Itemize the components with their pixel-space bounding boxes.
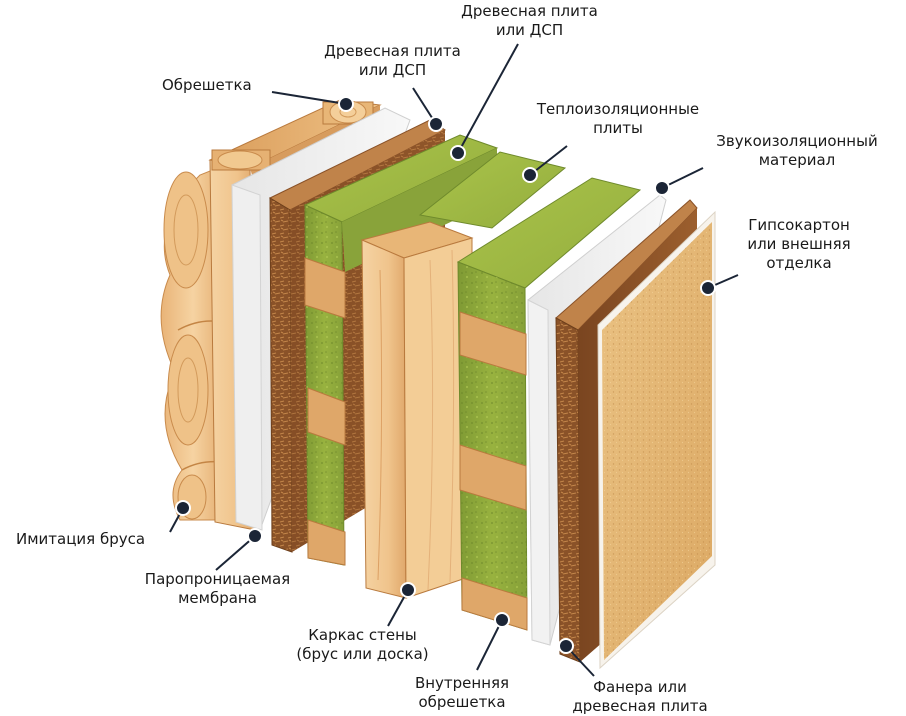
dot-plywood	[559, 639, 573, 653]
label-inner-obreshetka: Внутренняя обрешетка	[392, 674, 532, 712]
label-line: Гипсокартон	[730, 216, 868, 235]
label-timber-imitation: Имитация бруса	[16, 530, 145, 549]
leader-inner-obreshetka	[477, 620, 502, 670]
label-plywood: Фанера или древесная плита	[550, 678, 730, 716]
label-line: Паропроницаемая	[120, 570, 315, 589]
label-drywall: Гипсокартон или внешняя отделка	[730, 216, 868, 273]
label-wood-board-1: Древесная плита или ДСП	[315, 42, 470, 80]
label-wall-frame: Каркас стены (брус или доска)	[275, 626, 450, 664]
label-line: Внутренняя	[392, 674, 532, 693]
label-line: Каркас стены	[275, 626, 450, 645]
label-line: материал	[692, 151, 902, 170]
label-line: древесная плита	[550, 697, 730, 716]
dot-inner-obreshetka	[495, 613, 509, 627]
label-line: Имитация бруса	[16, 530, 145, 549]
label-line: отделка	[730, 254, 868, 273]
label-line: или внешняя	[730, 235, 868, 254]
leader-obreshetka	[272, 92, 346, 104]
label-wood-board-2: Древесная плита или ДСП	[452, 2, 607, 40]
wall-frame-layer	[362, 222, 472, 598]
dot-sound-insulation	[655, 181, 669, 195]
label-sound-insulation: Звукоизоляционный материал	[692, 132, 902, 170]
label-line: Фанера или	[550, 678, 730, 697]
label-vapor-membrane: Паропроницаемая мембрана	[120, 570, 315, 608]
dot-drywall	[701, 281, 715, 295]
label-line: Обрешетка	[162, 76, 252, 95]
dot-wood-board-1	[429, 117, 443, 131]
dot-wall-frame	[401, 583, 415, 597]
label-obreshetka: Обрешетка	[162, 76, 252, 95]
label-line: или ДСП	[452, 21, 607, 40]
dot-wood-board-2	[451, 146, 465, 160]
label-line: или ДСП	[315, 61, 470, 80]
label-line: Звукоизоляционный	[692, 132, 902, 151]
label-line: обрешетка	[392, 693, 532, 712]
label-line: Теплоизоляционные	[512, 100, 724, 119]
dot-obreshetka	[339, 97, 353, 111]
dot-heat-insulation	[523, 168, 537, 182]
label-line: Древесная плита	[452, 2, 607, 21]
label-line: Древесная плита	[315, 42, 470, 61]
label-line: (брус или доска)	[275, 645, 450, 664]
dot-vapor-membrane	[248, 529, 262, 543]
label-line: мембрана	[120, 589, 315, 608]
dot-timber-imitation	[176, 501, 190, 515]
